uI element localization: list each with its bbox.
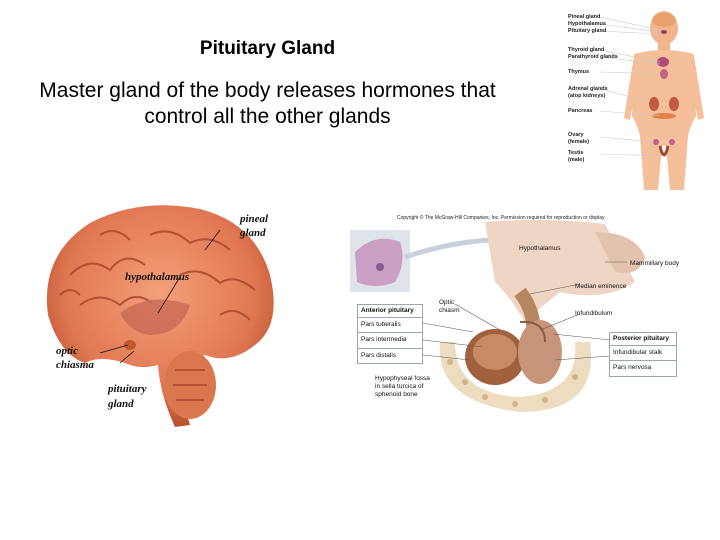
label-pituitary: pituitary [108, 383, 147, 395]
anterior-pituitary-header: Anterior pituitary [358, 305, 422, 317]
label-chiasm: chiasm [439, 307, 460, 314]
label-pituitary-gland-word: gland [108, 398, 134, 410]
label-testis: Testis [568, 150, 584, 156]
label-pancreas: Pancreas [568, 108, 593, 114]
label-adrenal-glands: Adrenal glands [568, 86, 608, 92]
posterior-item-infundibular-stalk: Infundibular stalk [610, 344, 676, 360]
label-adrenal-note: (atop kidneys) [568, 93, 606, 99]
posterior-item-pars-nervosa: Pars nervosa [610, 360, 676, 376]
label-ovary: Ovary [568, 132, 584, 138]
label-testis-note: (male) [568, 157, 585, 163]
posterior-pituitary-header: Posterior pituitary [610, 333, 676, 345]
label-fossa-line3: sphenoid bone [375, 391, 418, 398]
label-thymus: Thymus [568, 69, 590, 75]
slide-title: Pituitary Gland [199, 38, 336, 59]
endocrine-system-figure: Pineal gland Hypothalamus Pituitary glan… [560, 6, 710, 190]
label-fossa-line2: in sella turcica of [375, 383, 424, 390]
label-infundibulum: Infundibulum [575, 310, 613, 317]
label-mammillary-body: Mammillary body [630, 260, 680, 267]
label-pituitary-gland: Pituitary gland [568, 28, 607, 34]
label-pineal: pineal [240, 213, 269, 225]
label-fossa-line1: Hypophyseal fossa [375, 375, 430, 382]
anterior-item-pars-intermedia: Pars intermedia [358, 332, 422, 348]
label-optic: optic [56, 345, 78, 357]
pituitary-anatomy-diagram: Copyright © The McGraw-Hill Companies, I… [345, 212, 690, 422]
label-pineal-gland-word: gland [240, 227, 266, 239]
anterior-item-pars-tuberalis: Pars tuberalis [358, 316, 422, 332]
label-hypothalamus: hypothalamus [125, 271, 190, 283]
label-median-eminence: Median eminence [575, 283, 627, 290]
slide-body-text: Master gland of the body releases hormon… [39, 79, 496, 128]
label-hypothalamus: Hypothalamus [519, 245, 561, 252]
label-hypothalamus: Hypothalamus [568, 21, 606, 27]
label-thyroid-gland: Thyroid gland [568, 47, 605, 53]
label-pineal-gland: Pineal gland [568, 14, 601, 20]
label-parathyroid-glands: Parathyroid glands [568, 54, 618, 60]
posterior-pituitary-box: Posterior pituitary Infundibular stalk P… [609, 332, 677, 377]
label-chiasma: chiasma [56, 359, 94, 371]
label-optic: Optic [439, 299, 455, 306]
anterior-pituitary-box: Anterior pituitary Pars tuberalis Pars i… [357, 304, 423, 364]
label-ovary-note: (female) [568, 139, 590, 145]
copyright-notice: Copyright © The McGraw-Hill Companies, I… [397, 215, 606, 221]
anterior-item-pars-distalis: Pars distalis [358, 347, 422, 363]
pituitary-illustration [350, 219, 645, 412]
brain-section-figure: pineal gland hypothalamus optic chiasma … [30, 195, 300, 440]
human-body-illustration [599, 11, 704, 190]
brain-illustration [46, 205, 274, 427]
